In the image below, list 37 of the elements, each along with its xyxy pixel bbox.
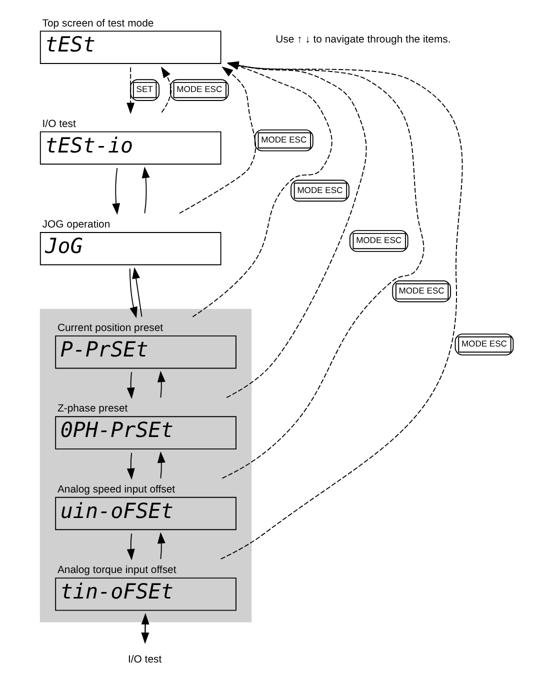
node-label: Current position preset bbox=[57, 323, 164, 334]
node-box: uin-oFSEt bbox=[55, 496, 236, 530]
node-box: tin-oFSEt bbox=[55, 578, 236, 611]
node-box: P-PrSEt bbox=[55, 335, 236, 369]
arrow bbox=[126, 372, 135, 400]
edge-label: MODE ESC bbox=[297, 184, 343, 195]
arrow bbox=[157, 532, 166, 560]
node-box: 0PH-PrSEt bbox=[55, 416, 236, 450]
edge-label: MODE ESC bbox=[398, 285, 444, 296]
edge-label: MODE ESC bbox=[356, 235, 402, 246]
arrow bbox=[126, 533, 135, 560]
edge-label: MODE ESC bbox=[461, 338, 507, 349]
arrow bbox=[129, 268, 138, 318]
arrow bbox=[142, 166, 150, 214]
node-box: JoG bbox=[40, 232, 222, 266]
node-label: JOG operation bbox=[42, 220, 110, 231]
arrow bbox=[126, 452, 135, 480]
node-label: Z-phase preset bbox=[57, 404, 128, 415]
node-label: Analog speed input offset bbox=[57, 484, 176, 496]
arrow bbox=[132, 267, 142, 318]
cluster bbox=[40, 308, 252, 622]
arrow bbox=[160, 66, 172, 113]
label: Use ↑ ↓ to navigate through the items. bbox=[276, 34, 451, 46]
arrow bbox=[112, 168, 120, 215]
arrow bbox=[157, 370, 166, 398]
node-label: I/O test bbox=[42, 118, 76, 130]
node-label: Analog torque input offset bbox=[57, 565, 176, 576]
arrow bbox=[157, 451, 166, 479]
edge-label: MODE ESC bbox=[261, 134, 307, 144]
arrow bbox=[126, 66, 135, 114]
arrow bbox=[178, 66, 256, 214]
edge-label: SET bbox=[136, 84, 153, 94]
node-label: Top screen of test mode bbox=[42, 18, 154, 30]
node-text: I/O test bbox=[128, 654, 162, 666]
node-box: tESt bbox=[40, 30, 222, 64]
edge-label: MODE ESC bbox=[176, 84, 222, 94]
node-box: tESt-io bbox=[40, 131, 222, 165]
